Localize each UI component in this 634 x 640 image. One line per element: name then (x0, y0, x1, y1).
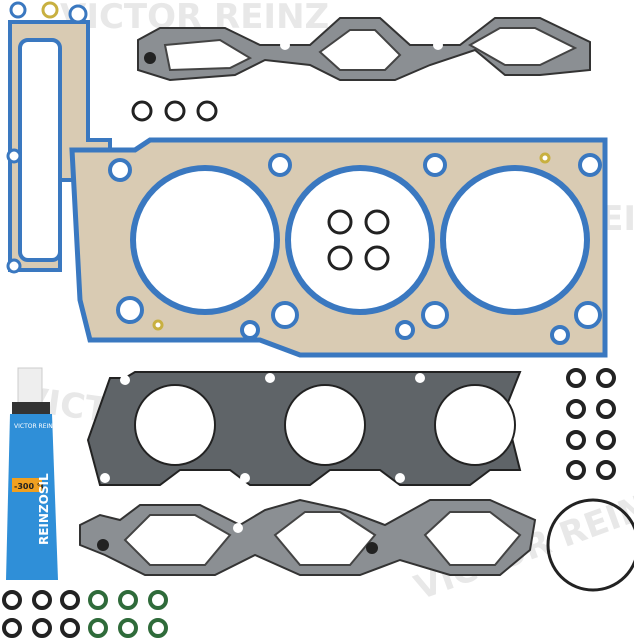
tube-brand: VICTOR REINZ (14, 423, 57, 430)
tube-temperature: -300 °C (14, 482, 47, 491)
lower-intake-gasket (79, 498, 537, 576)
orings-bottom-green (88, 590, 168, 638)
exhaust-manifold-gasket (86, 371, 522, 486)
orings-bottom-black (2, 590, 80, 638)
large-oring (546, 498, 634, 592)
orings-top (131, 100, 218, 122)
orings-center (327, 209, 390, 271)
orings-right (566, 368, 616, 480)
tube-product-name: REINZOSIL (37, 473, 51, 545)
sealant-tube: VICTOR REINZ -300 °C REINZOSIL (6, 367, 58, 580)
upper-intake-gasket (137, 17, 591, 82)
